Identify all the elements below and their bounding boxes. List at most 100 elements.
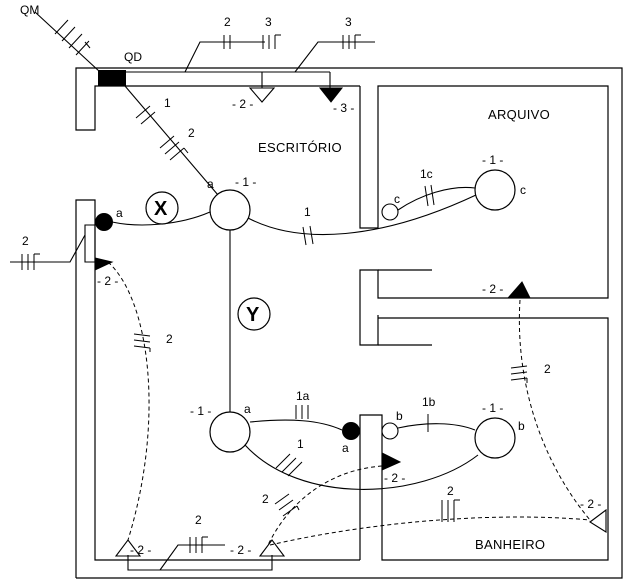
dashed-left — [107, 261, 150, 541]
ticks-dashed-left — [133, 333, 151, 352]
label-feeder-3a: 3 — [265, 15, 272, 29]
ticks-3a — [262, 34, 281, 49]
qd-to-lamp-x: 1 2 — [124, 85, 219, 196]
marker-x-label: X — [154, 198, 168, 220]
wire-arquivo-switch — [397, 186, 476, 211]
label-escritorio-1: 1 — [304, 205, 311, 219]
wire-banheiro-switch — [397, 423, 476, 431]
outlet-2-top — [248, 87, 276, 103]
dashed-right — [518, 299, 591, 521]
qd-feeders: 2 3 3 — [126, 15, 375, 88]
incoming-wire — [34, 11, 101, 73]
switch-c-arquivo — [381, 203, 399, 221]
lamp-banheiro — [474, 417, 516, 459]
ticks-dashed-bottom — [441, 499, 460, 522]
incoming-wire-ticks — [54, 19, 91, 56]
ticks-lower-1 — [275, 453, 303, 477]
left-outlet-group: 2 - 2 - — [10, 224, 118, 288]
room-banheiro: BANHEIRO — [475, 537, 545, 552]
bottom-riser — [159, 544, 225, 571]
label-outlet-bottom-right: - 2 - — [230, 543, 251, 557]
label-lamp-escritorio-1: - 1 - — [235, 175, 256, 189]
label-lamp-lower-left-a: a — [244, 402, 251, 416]
label-switch-b: b — [396, 409, 403, 423]
label-bottom-2: 2 — [195, 513, 202, 527]
dashed-center — [267, 465, 383, 546]
label-lamp-arquivo-c: c — [520, 183, 526, 197]
left-feeder-ticks — [21, 253, 40, 270]
lamp-arquivo — [474, 169, 516, 211]
qd-label: QD — [124, 50, 142, 64]
label-outlet-banheiro-2: - 2 - — [384, 471, 405, 485]
wire-lower-to-banheiro — [244, 444, 479, 490]
qd-box — [98, 70, 126, 86]
label-dashed-left-2: 2 — [166, 332, 173, 346]
marker-x — [145, 191, 179, 225]
escritorio-lamp: a - 1 - — [207, 175, 256, 231]
label-dashed-center-2: 2 — [262, 492, 269, 506]
label-lamp-arquivo-1: - 1 - — [482, 153, 503, 167]
qm-label: QM — [20, 3, 39, 17]
label-dashed-bottom-2: 2 — [447, 484, 454, 498]
ticks-arquivo-1c — [424, 184, 435, 207]
wall-left-lower — [75, 199, 360, 578]
label-switch-a-left: a — [116, 206, 123, 220]
bottom-outlets: 2 - 2 - - 2 - — [114, 513, 286, 571]
escritorio-arquivo-wall — [359, 85, 609, 346]
dashed-bottom — [269, 516, 591, 546]
label-lamp-lower-left-1: - 1 - — [190, 404, 211, 418]
qd-panel: QD QM — [20, 3, 142, 86]
label-switch-a-lower: a — [342, 441, 349, 455]
label-outlet-left-2: - 2 - — [97, 274, 118, 288]
ticks-escritorio-1 — [302, 225, 314, 246]
wire-lower-to-switch-a — [249, 419, 343, 431]
ticks-qd-1 — [135, 105, 156, 125]
riser-2 — [184, 41, 265, 73]
lamp-lower-left — [209, 411, 251, 453]
marker-y — [237, 297, 271, 331]
walls — [75, 67, 623, 579]
outlet-left-2 — [94, 257, 114, 271]
left-feeder — [10, 234, 86, 263]
outlet-bottom-left-2 — [114, 539, 142, 557]
label-feeder-3b: 3 — [345, 15, 352, 29]
wire-qd-lamp-x — [124, 85, 219, 196]
label-outlet-3-top: - 3 - — [333, 101, 354, 115]
ticks-qd-2 — [159, 135, 189, 161]
outlet-banheiro-right-2 — [589, 508, 607, 533]
ticks-dashed-right — [510, 365, 528, 383]
outlet-banheiro-2 — [381, 452, 402, 471]
outlet-bottom-right-2 — [258, 539, 286, 557]
ticks-dashed-center — [274, 493, 300, 517]
label-outlet-banheiro-right-2: - 2 - — [580, 497, 601, 511]
label-switch-c: c — [394, 192, 400, 206]
wire-escritorio-to-arquivo — [247, 194, 477, 236]
label-lamp-banheiro-1: - 1 - — [482, 401, 503, 415]
outer-wall — [75, 67, 623, 579]
riser-3 — [294, 41, 375, 73]
label-lamp-escritorio-a: a — [207, 177, 214, 191]
ticks-3b — [342, 34, 361, 49]
bottom-ticks — [189, 536, 208, 553]
switch-a-lower — [342, 422, 360, 440]
ticks-2 — [223, 35, 231, 49]
label-outlet-arquivo-2: - 2 - — [482, 282, 503, 296]
stub-wall-2 — [359, 317, 609, 561]
label-lower-1a: 1a — [296, 389, 310, 403]
label-banheiro-1b: 1b — [422, 395, 436, 409]
top-outlets: - 2 - - 3 - — [232, 87, 354, 115]
marker-y-label: Y — [246, 304, 260, 326]
left-outlet-box — [84, 224, 96, 263]
outlet-3-top — [318, 87, 344, 103]
room-arquivo: ARQUIVO — [488, 107, 550, 122]
label-outlet-bottom-left: - 2 - — [130, 543, 151, 557]
label-dashed-right-2: 2 — [544, 362, 551, 376]
ticks-lower-1a — [295, 405, 309, 419]
label-qd-1: 1 — [164, 96, 171, 110]
label-arquivo-1c: 1c — [420, 167, 433, 181]
switch-b-banheiro — [381, 422, 399, 440]
label-lamp-banheiro-b: b — [518, 419, 525, 433]
label-feeder-2: 2 — [224, 15, 231, 29]
label-lower-1: 1 — [297, 437, 304, 451]
